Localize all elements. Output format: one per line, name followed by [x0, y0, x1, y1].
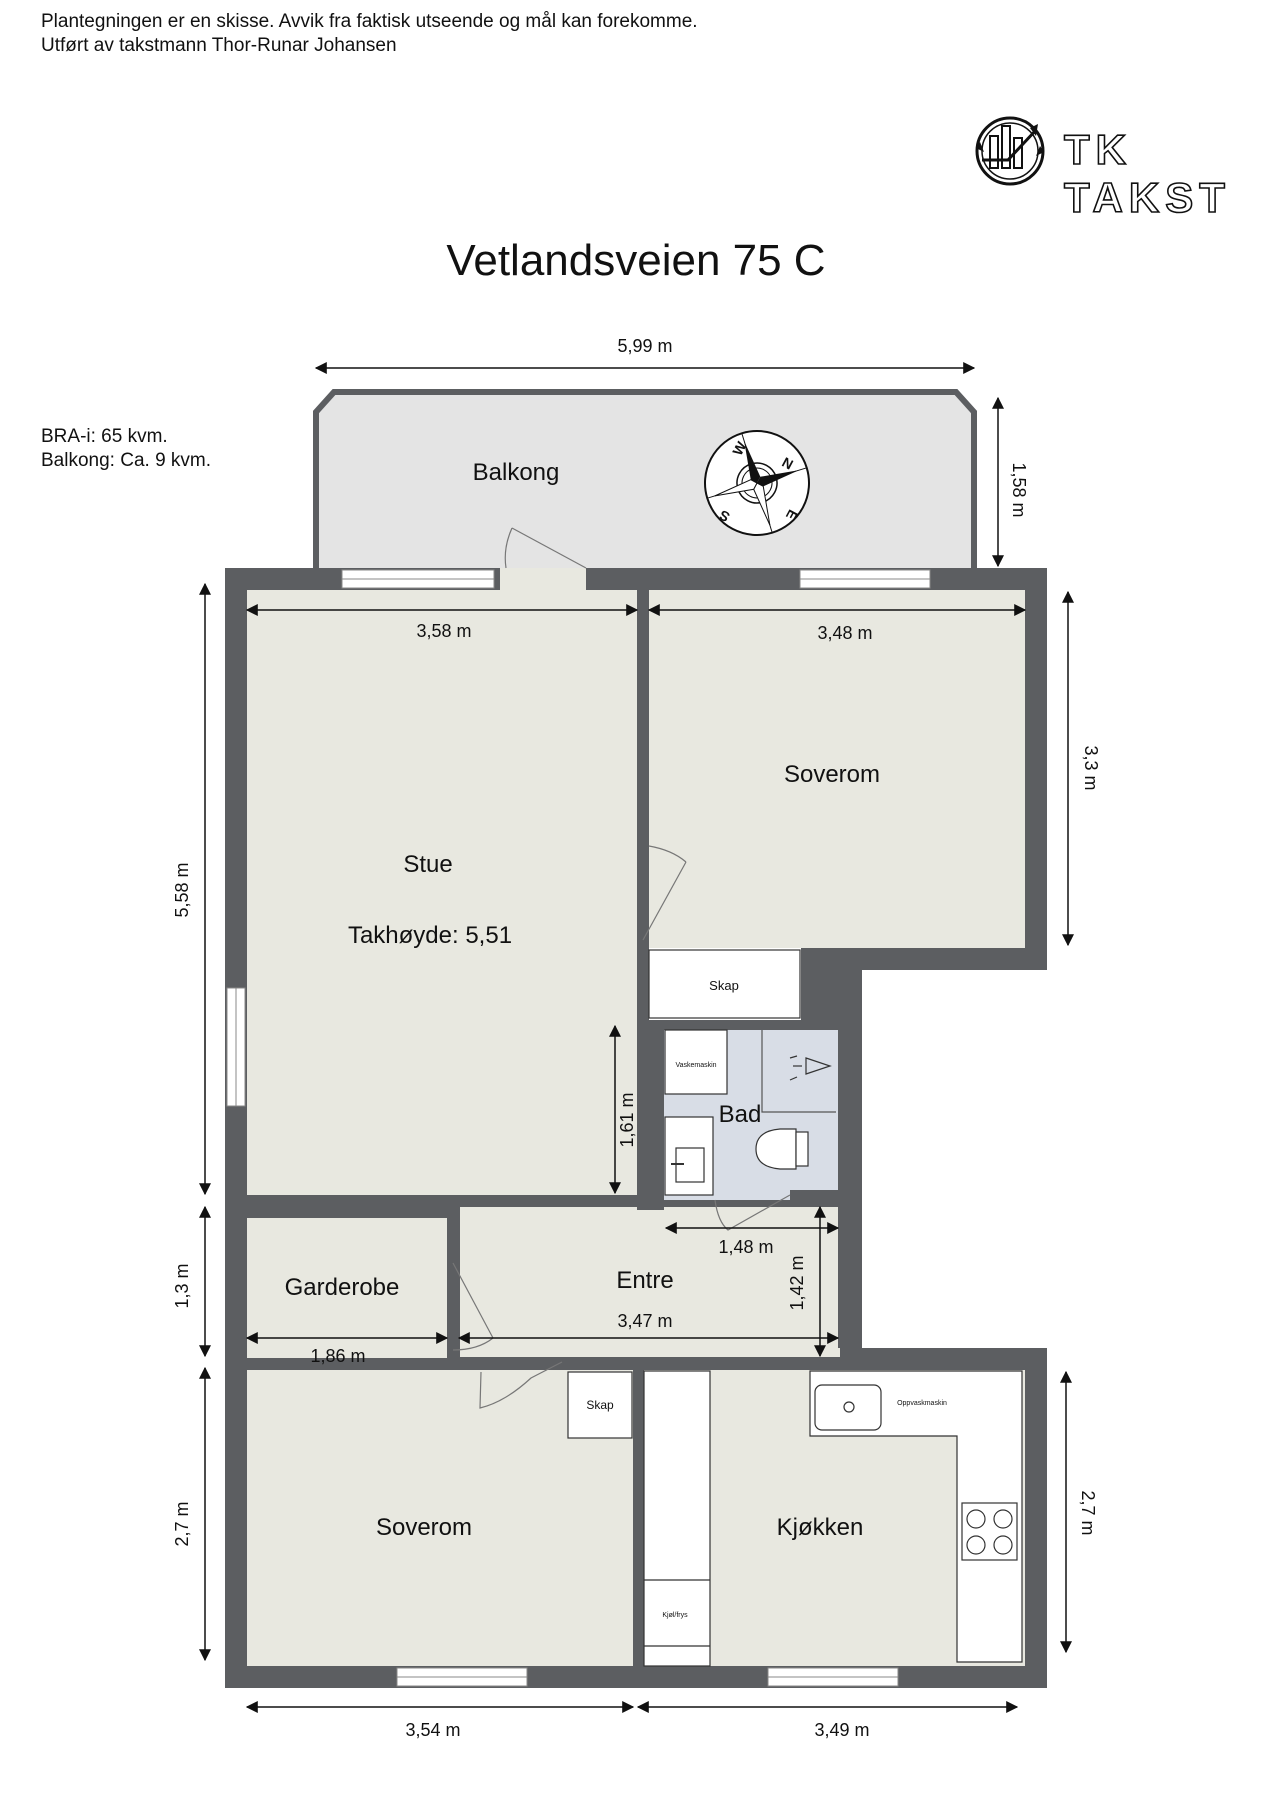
windows [226, 569, 931, 1687]
label-skap-top: Skap [709, 978, 739, 993]
label-oppvaskmaskin: Oppvaskmaskin [897, 1400, 947, 1407]
compass-rose-icon: W N E S [704, 430, 810, 536]
label-vaskemaskin: Vaskemaskin [675, 1062, 716, 1069]
balcony-door [500, 527, 587, 590]
disclaimer-line-2: Utført av takstmann Thor-Runar Johansen [41, 35, 397, 56]
room-label-stue: Stue [403, 851, 452, 878]
rising-chart-cycle-icon [975, 116, 1045, 186]
room-labels: Balkong Stue Takhøyde: 5,51 Soverom Skap… [285, 459, 947, 1619]
sink [814, 1384, 882, 1431]
dim-stue-depth: 5,58 m [172, 862, 192, 917]
stue-floor [247, 590, 637, 1195]
dim-soverom-bottom-depth: 2,7 m [172, 1501, 192, 1546]
bra-i-area: BRA-i: 65 kvm. [41, 426, 168, 447]
dim-entre-depth: 1,42 m [787, 1255, 807, 1310]
fixtures [567, 949, 1023, 1667]
room-label-balkong: Balkong [473, 459, 560, 486]
area-info: BRA-i: 65 kvm. Balkong: Ca. 9 kvm. [41, 425, 211, 473]
doors [452, 845, 791, 1409]
disclaimer-line-1: Plantegningen er en skisse. Avvik fra fa… [41, 11, 698, 32]
dim-entre-width: 3,47 m [617, 1311, 672, 1331]
balcony-area: Balkong: Ca. 9 kvm. [41, 450, 212, 471]
dim-garderobe-width: 1,86 m [310, 1346, 365, 1366]
vaskemaskin [664, 1029, 728, 1095]
ceiling-height: Takhøyde: 5,51 [348, 922, 512, 949]
balcony [313, 389, 977, 575]
dim-soverom-top-depth: 3,3 m [1081, 745, 1101, 790]
dim-kjokken-width: 3,49 m [814, 1720, 869, 1740]
dim-stue-width: 3,58 m [416, 621, 471, 641]
room-label-bad: Bad [719, 1101, 762, 1128]
dim-bad-width: 1,48 m [718, 1237, 773, 1257]
room-label-garderobe: Garderobe [285, 1274, 400, 1301]
dim-balkong-depth: 1,58 m [1009, 462, 1029, 517]
page-title: Vetlandsveien 75 C [446, 236, 826, 285]
soverom-top-floor [649, 590, 1025, 948]
tall-cabinets [643, 1370, 711, 1667]
label-skap-bottom: Skap [586, 1398, 614, 1412]
toilet [755, 1128, 797, 1170]
disclaimer: Plantegningen er en skisse. Avvik fra fa… [41, 10, 698, 58]
dim-soverom-top-width: 3,48 m [817, 623, 872, 643]
vanity [664, 1116, 714, 1196]
kitchen-counter [809, 1370, 1023, 1663]
cooktop [961, 1502, 1018, 1561]
logo-text: TK TAKST [1063, 125, 1231, 222]
skap-bottom [567, 1371, 633, 1439]
dim-stue-nook: 1,61 m [617, 1092, 637, 1147]
room-label-kjokken: Kjøkken [777, 1514, 864, 1541]
dim-balkong-width: 5,99 m [617, 336, 672, 356]
room-label-soverom-bottom: Soverom [376, 1514, 472, 1541]
dim-soverom-bottom-width: 3,54 m [405, 1720, 460, 1740]
dimension-labels: 5,99 m 1,58 m 3,58 m 3,48 m 3,3 m 5,58 m… [172, 336, 1101, 1740]
dim-kjokken-depth: 2,7 m [1078, 1490, 1098, 1535]
label-kjolfrys: Kjøl/frys [662, 1612, 688, 1619]
room-label-soverom-top: Soverom [784, 761, 880, 788]
skap-top [648, 949, 801, 1019]
tk-takst-logo: TK TAKST [968, 108, 1268, 222]
room-label-entre: Entre [616, 1267, 673, 1294]
dimension-lines [199, 362, 1074, 1713]
dim-garderobe-depth: 1,3 m [172, 1263, 192, 1308]
